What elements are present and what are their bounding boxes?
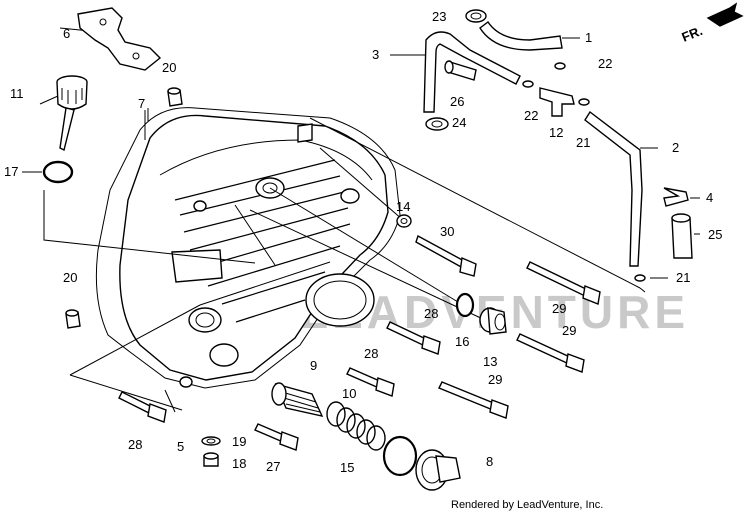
leader-lines: [22, 27, 700, 413]
clip-part-4: [663, 187, 689, 207]
callout-4: 4: [706, 190, 713, 205]
callout-2: 2: [672, 140, 679, 155]
callout-24: 24: [452, 115, 466, 130]
callout-28a: 28: [424, 306, 438, 321]
callout-29b: 29: [562, 323, 576, 338]
clamp-part-23: [465, 9, 487, 23]
callout-3: 3: [372, 47, 379, 62]
bolt-part-29a: [526, 261, 601, 305]
dipstick-part-11: [56, 75, 88, 152]
callout-13: 13: [483, 354, 497, 369]
washer-part-14: [396, 214, 412, 228]
breather-hose-part-3: [423, 31, 521, 113]
t-joint-part-12: [539, 87, 575, 117]
hose-part-1: [479, 20, 563, 51]
callout-1: 1: [585, 30, 592, 45]
strainer-part-9: [271, 382, 324, 417]
drain-bolt-part-18: [203, 452, 219, 467]
callout-16: 16: [455, 334, 469, 349]
dowel-pin-part-20b: [65, 309, 81, 329]
clip-part-21b: [634, 274, 646, 282]
bolt-part-28a: [386, 321, 441, 355]
callout-17: 17: [4, 164, 18, 179]
callout-25: 25: [708, 227, 722, 242]
callout-6: 6: [63, 26, 70, 41]
plug-part-13: [479, 307, 507, 335]
hose-part-26: [444, 60, 477, 81]
callout-18: 18: [232, 456, 246, 471]
callout-7: 7: [138, 96, 145, 111]
callout-20a: 20: [162, 60, 176, 75]
callout-29a: 29: [552, 301, 566, 316]
callout-22a: 22: [598, 56, 612, 71]
o-ring-part-17: [42, 160, 74, 184]
callout-26: 26: [450, 94, 464, 109]
callout-30: 30: [440, 224, 454, 239]
cap-part-8: [415, 449, 461, 491]
front-direction-indicator: FR.: [680, 2, 744, 45]
bolt-part-30: [415, 234, 477, 277]
front-direction-label: FR.: [680, 23, 705, 45]
hose-part-2: [584, 110, 643, 267]
callout-labels: 1 2 3 4 5 6 7 8 9 10 11 12 13 14 15 16 1…: [4, 9, 722, 475]
bolt-part-29c: [438, 381, 509, 419]
callout-12: 12: [549, 125, 563, 140]
bolt-part-28b: [346, 367, 395, 397]
callout-9: 9: [310, 358, 317, 373]
clip-part-21a: [578, 98, 590, 106]
bolt-part-29b: [516, 333, 585, 373]
clip-part-22b: [522, 80, 534, 88]
callout-29c: 29: [488, 372, 502, 387]
callout-19: 19: [232, 434, 246, 449]
callout-20b: 20: [63, 270, 77, 285]
callout-22b: 22: [524, 108, 538, 123]
callout-28b: 28: [364, 346, 378, 361]
callout-21a: 21: [576, 135, 590, 150]
callout-10: 10: [342, 386, 356, 401]
right-crankcase-cover: [95, 107, 401, 389]
o-ring-part-16: [455, 292, 475, 318]
tube-part-25: [671, 213, 693, 259]
callout-5: 5: [177, 439, 184, 454]
callout-14: 14: [396, 199, 410, 214]
callout-8: 8: [486, 454, 493, 469]
spring-part-10: [326, 401, 386, 451]
callout-23: 23: [432, 9, 446, 24]
callout-11: 11: [10, 86, 24, 101]
washer-part-19: [201, 436, 221, 446]
bracket-part-6: [77, 7, 162, 71]
o-ring-part-15: [382, 435, 418, 477]
bolt-part-27: [254, 423, 299, 451]
callout-28c: 28: [128, 437, 142, 452]
callout-21b: 21: [676, 270, 690, 285]
clip-part-22a: [554, 62, 566, 70]
clamp-part-24: [425, 117, 449, 131]
callout-27: 27: [266, 459, 280, 474]
bolt-part-28c: [118, 391, 167, 423]
callout-15: 15: [340, 460, 354, 475]
dowel-pin-part-20a: [167, 87, 183, 107]
render-credit: Rendered by LeadVenture, Inc.: [451, 499, 603, 511]
